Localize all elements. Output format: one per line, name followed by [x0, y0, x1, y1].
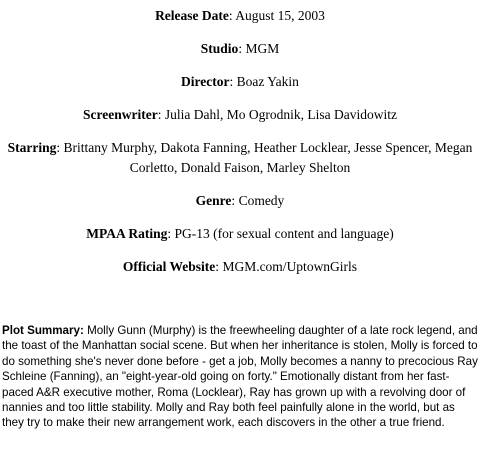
credit-label: Genre [195, 193, 232, 208]
credit-value: Comedy [238, 193, 285, 208]
credit-starring: Starring: Brittany Murphy, Dakota Fannin… [7, 140, 473, 175]
credit-label: Director [181, 74, 230, 89]
plot-summary: Plot Summary: Molly Gunn (Murphy) is the… [2, 323, 478, 431]
credit-label: Screenwriter [83, 107, 158, 122]
credit-value: MGM [245, 41, 280, 56]
credit-label: Studio [200, 41, 239, 56]
credit-value: Brittany Murphy, Dakota Fanning, Heather… [63, 140, 473, 175]
credit-director: Director: Boaz Yakin [181, 74, 299, 89]
credit-value: August 15, 2003 [235, 8, 325, 23]
credit-mpaa-rating: MPAA Rating: PG-13 (for sexual content a… [86, 226, 394, 241]
credit-genre: Genre: Comedy [195, 193, 285, 208]
credit-label: Official Website [122, 259, 216, 274]
credit-value: PG-13 (for sexual content and language) [174, 226, 394, 241]
credit-screenwriter: Screenwriter: Julia Dahl, Mo Ogrodnik, L… [83, 107, 397, 122]
plot-summary-text: Molly Gunn (Murphy) is the freewheeling … [2, 324, 478, 430]
credit-studio: Studio: MGM [200, 41, 280, 56]
credit-value: MGM.com/UptownGirls [222, 259, 358, 274]
plot-summary-label: Plot Summary: [2, 324, 84, 337]
credit-label: Release Date [155, 8, 229, 23]
credit-value: Boaz Yakin [236, 74, 299, 89]
credit-label: Starring [7, 140, 57, 155]
credit-value: Julia Dahl, Mo Ogrodnik, Lisa Davidowitz [164, 107, 397, 122]
credit-official-website: Official Website: MGM.com/UptownGirls [122, 259, 358, 274]
movie-credits: Release Date: August 15, 2003 Studio: MG… [0, 6, 480, 290]
credit-label: MPAA Rating [86, 226, 168, 241]
credit-release-date: Release Date: August 15, 2003 [155, 8, 325, 23]
